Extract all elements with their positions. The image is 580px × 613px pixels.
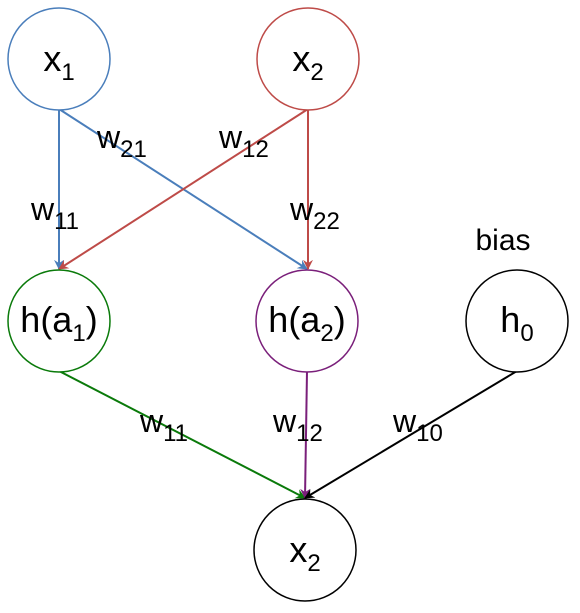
- weight-label-w21: w21: [96, 119, 147, 163]
- node-h-a1-circle: [7, 269, 111, 373]
- node-h-a2: h(a2): [255, 269, 359, 373]
- edge-h0-to-output: [304, 370, 518, 499]
- weight-label-w22: w22: [289, 191, 340, 235]
- node-h0-label: h0: [500, 299, 533, 347]
- weight-label-w12-top: w12: [218, 119, 269, 163]
- edge-h-a1-to-output: [58, 370, 306, 499]
- node-x2-output: x2: [253, 498, 357, 602]
- edges: [54, 108, 518, 499]
- node-x1-circle: [7, 7, 111, 111]
- edge-h-a2-to-output: [300, 370, 311, 499]
- node-h0: h0: [465, 269, 569, 373]
- edge-x2-to-h-a1: [58, 108, 309, 270]
- weight-label-w10: w10: [392, 403, 443, 447]
- bias-label: bias: [475, 224, 530, 257]
- weight-label-w11-top: w11: [30, 191, 79, 235]
- node-x2-input-circle: [256, 7, 360, 111]
- node-x2-input: x2: [256, 7, 360, 111]
- node-h0-circle: [465, 269, 569, 373]
- node-h-a1-label: h(a1): [20, 299, 97, 347]
- node-x2-input-label: x2: [292, 38, 323, 86]
- node-h-a2-circle: [255, 269, 359, 373]
- node-x1: x1: [7, 7, 111, 111]
- node-x1-label: x1: [43, 38, 74, 86]
- weight-label-w11-bottom: w11: [139, 403, 188, 447]
- weight-label-w12-bottom: w12: [272, 403, 323, 447]
- node-h-a1: h(a1): [7, 269, 111, 373]
- node-h-a2-label: h(a2): [268, 299, 345, 347]
- node-x2-output-circle: [253, 498, 357, 602]
- node-x2-output-label: x2: [289, 529, 320, 577]
